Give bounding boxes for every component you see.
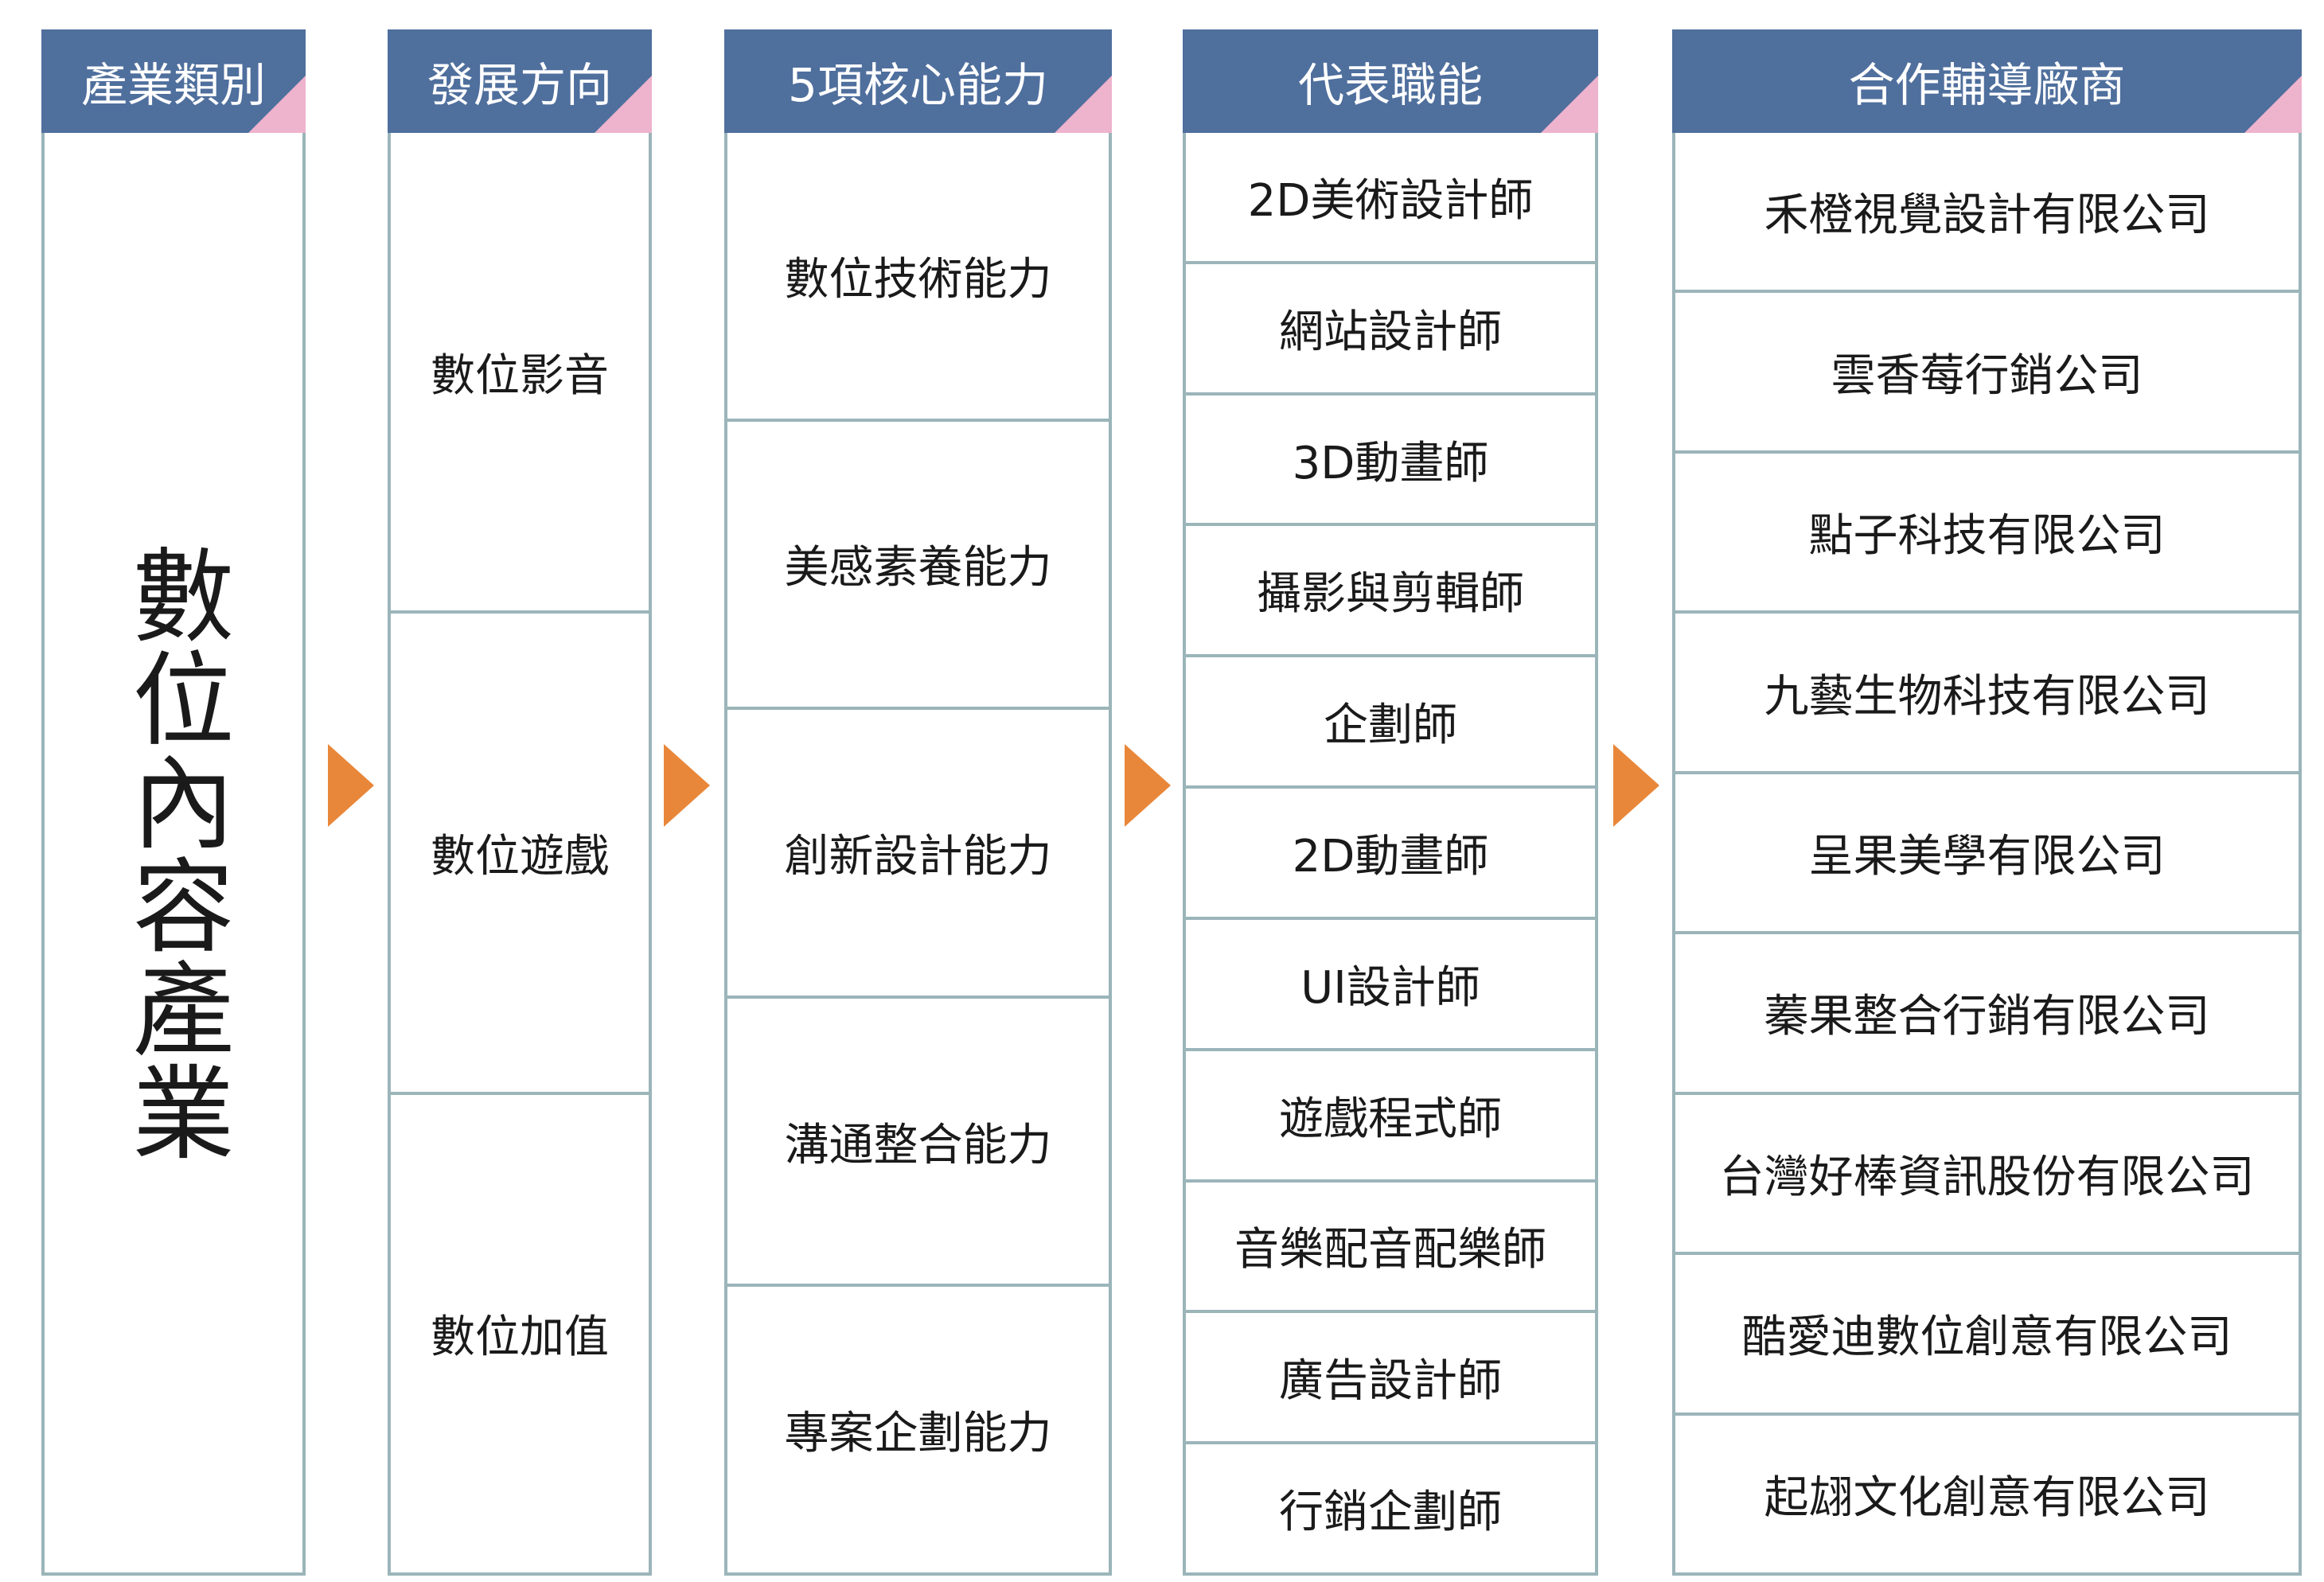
partner-cell: 禾橙視覺設計有限公司 (1764, 189, 2210, 242)
role-cell: 廣告設計師 (1186, 1310, 1595, 1441)
direction-cell: 數位加值 (391, 1091, 649, 1572)
column-body-industry: 數位內容產業 (41, 133, 306, 1576)
partner-cell: 起翃文化創意有限公司 (1675, 1412, 2299, 1572)
header-corner-accent (248, 76, 306, 133)
column-body-roles: 2D美術設計師 網站設計師 3D動畫師 攝影與剪輯師 企劃師 2D動畫師 UI設… (1183, 133, 1598, 1576)
role-cell: 攝影與剪輯師 (1186, 523, 1595, 654)
ability-cell: 專案企劃能力 (727, 1284, 1109, 1572)
partner-cell: 點子科技有限公司 (1675, 450, 2299, 610)
column-header-core-abilities: 5項核心能力 (724, 29, 1112, 133)
column-body-core-abilities: 數位技術能力 美感素養能力 創新設計能力 溝通整合能力 專案企劃能力 (724, 133, 1112, 1576)
role-cell: 2D美術設計師 (1247, 174, 1534, 227)
column-partners: 合作輔導廠商 禾橙視覺設計有限公司 雲香莓行銷公司 點子科技有限公司 九藝生物科… (1672, 29, 2302, 1576)
arrow-right-icon (1125, 744, 1171, 827)
ability-cell: 數位技術能力 (784, 253, 1052, 306)
role-cell: 遊戲程式師 (1186, 1047, 1595, 1179)
column-header-label: 發展方向 (427, 58, 612, 112)
header-corner-accent (1055, 76, 1112, 133)
arrow-right-icon (328, 744, 374, 827)
ability-cell: 溝通整合能力 (727, 995, 1109, 1284)
arrow-right-icon (1613, 744, 1659, 827)
partner-cell: 呈果美學有限公司 (1675, 770, 2299, 931)
column-core-abilities: 5項核心能力 數位技術能力 美感素養能力 創新設計能力 溝通整合能力 專案企劃能… (724, 29, 1112, 1576)
column-header-label: 合作輔導廠商 (1848, 58, 2126, 112)
partner-cell: 雲香莓行銷公司 (1675, 290, 2299, 450)
arrow-right-icon (664, 744, 710, 827)
column-header-label: 代表職能 (1297, 58, 1483, 112)
direction-cell: 數位遊戲 (391, 610, 649, 1091)
role-cell: 企劃師 (1186, 654, 1595, 785)
column-industry: 產業類別 數位內容產業 (41, 29, 306, 1576)
direction-cell: 數位影音 (431, 349, 609, 402)
role-cell: 網站設計師 (1186, 260, 1595, 392)
column-header-roles: 代表職能 (1183, 29, 1598, 133)
column-header-label: 5項核心能力 (788, 58, 1048, 112)
column-header-label: 產業類別 (80, 58, 266, 112)
header-corner-accent (2244, 76, 2302, 133)
column-body-direction: 數位影音 數位遊戲 數位加值 (388, 133, 652, 1576)
industry-name: 數位內容產業 (115, 542, 233, 1163)
column-direction: 發展方向 數位影音 數位遊戲 數位加值 (388, 29, 652, 1576)
ability-cell: 創新設計能力 (727, 707, 1109, 996)
column-header-partners: 合作輔導廠商 (1672, 29, 2302, 133)
partner-cell: 蓁果整合行銷有限公司 (1675, 931, 2299, 1091)
role-cell: 2D動畫師 (1186, 785, 1595, 917)
role-cell: 音樂配音配樂師 (1186, 1179, 1595, 1311)
column-body-partners: 禾橙視覺設計有限公司 雲香莓行銷公司 點子科技有限公司 九藝生物科技有限公司 呈… (1672, 133, 2302, 1576)
partner-cell: 台灣好棒資訊股份有限公司 (1675, 1091, 2299, 1252)
partner-cell: 酷愛迪數位創意有限公司 (1675, 1252, 2299, 1412)
role-cell: UI設計師 (1186, 916, 1595, 1048)
role-cell: 3D動畫師 (1186, 392, 1595, 524)
header-corner-accent (595, 76, 652, 133)
column-roles: 代表職能 2D美術設計師 網站設計師 3D動畫師 攝影與剪輯師 企劃師 2D動畫… (1183, 29, 1598, 1576)
role-cell: 行銷企劃師 (1186, 1441, 1595, 1572)
industry-name-cell: 數位內容產業 (45, 133, 302, 1572)
ability-cell: 美感素養能力 (727, 418, 1109, 707)
header-corner-accent (1541, 76, 1598, 133)
column-header-direction: 發展方向 (388, 29, 652, 133)
partner-cell: 九藝生物科技有限公司 (1675, 610, 2299, 770)
column-header-industry: 產業類別 (41, 29, 306, 133)
